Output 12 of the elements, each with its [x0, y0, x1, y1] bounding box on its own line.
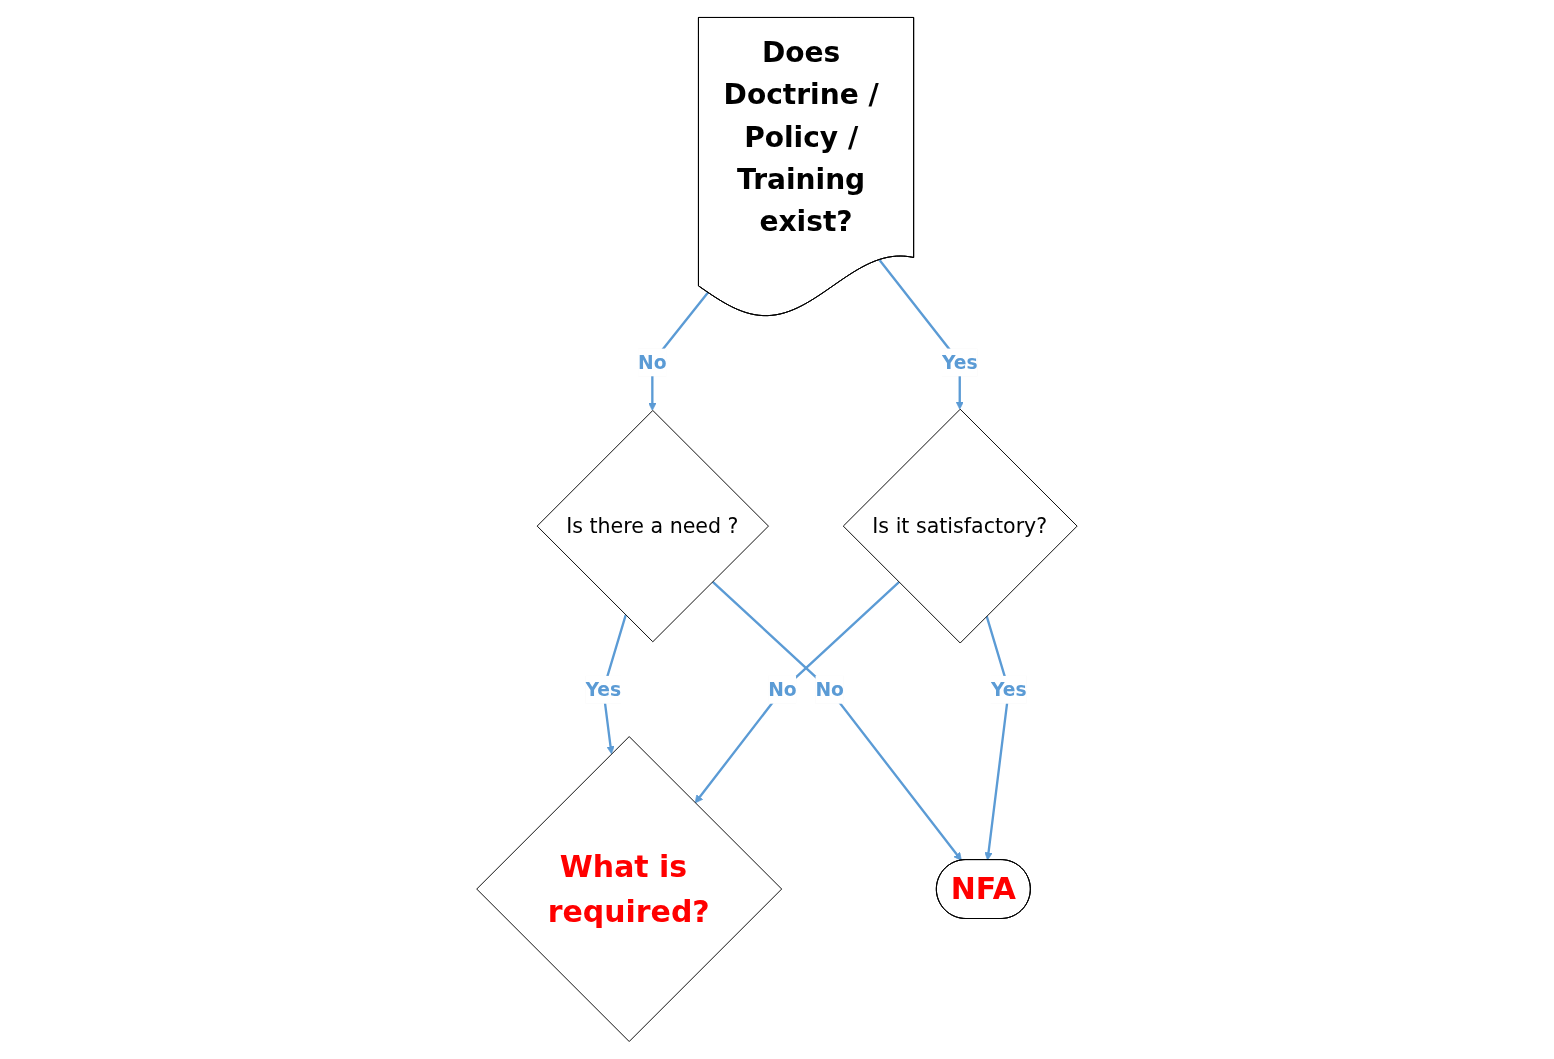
edge-label: No	[815, 678, 844, 702]
arrow	[984, 615, 1011, 861]
node-diamond: Is there a need ?	[536, 409, 769, 643]
edge-label: Yes	[991, 678, 1027, 702]
edge-label: Yes	[585, 678, 622, 702]
edge-label: No	[638, 351, 667, 374]
node-diamond: Is it satisfactory?	[842, 408, 1078, 644]
node-diamond: What is required?	[476, 736, 783, 1042]
arrow	[711, 580, 962, 861]
edge-label: Yes	[941, 351, 978, 374]
edge-label: No	[768, 678, 797, 702]
arrow	[694, 581, 900, 804]
